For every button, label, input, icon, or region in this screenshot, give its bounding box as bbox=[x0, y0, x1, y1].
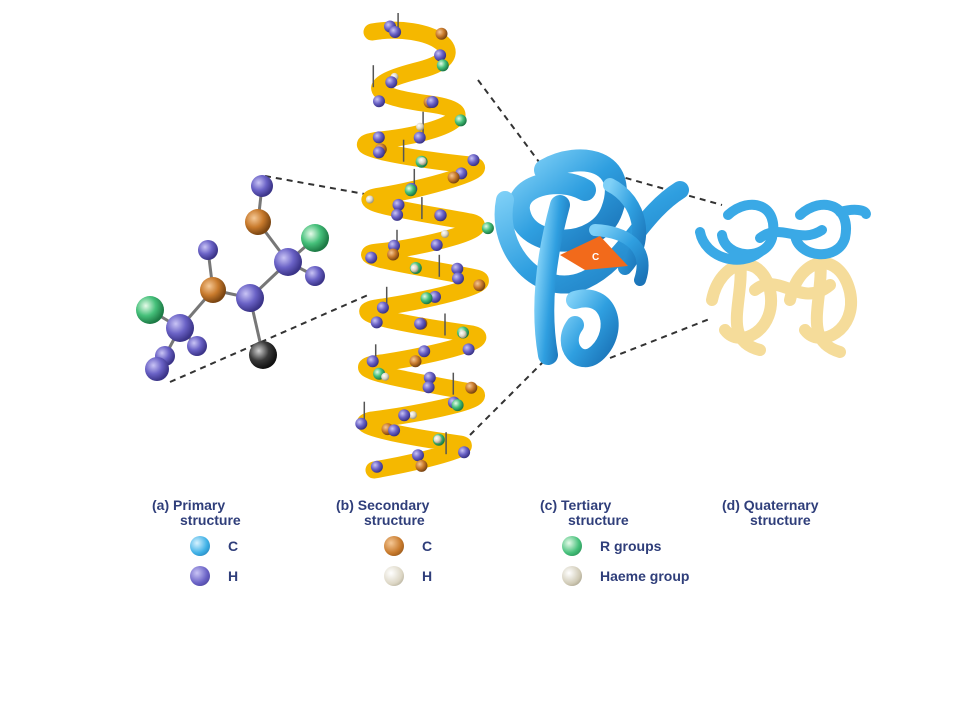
helix-atom bbox=[430, 239, 443, 251]
r-group-green-atom-icon bbox=[562, 536, 582, 556]
helix-atom bbox=[365, 251, 378, 264]
helix-atom bbox=[370, 460, 383, 473]
helix-atom bbox=[388, 239, 400, 252]
helix-atom bbox=[465, 381, 478, 394]
primary-structure-molecule bbox=[136, 175, 329, 381]
helix-atom bbox=[409, 411, 417, 420]
helix-atom bbox=[385, 76, 398, 89]
caption-quaternary-line1: (d) Quaternary bbox=[722, 497, 819, 513]
helix-atom bbox=[418, 157, 427, 166]
caption-tertiary: (c) Tertiary structure bbox=[540, 498, 629, 528]
helix-atom bbox=[454, 114, 467, 127]
legend-r-groups: R groups bbox=[562, 536, 661, 556]
helix-atom bbox=[416, 122, 425, 131]
caption-secondary: (b) Secondary structure bbox=[336, 498, 429, 528]
helix-atom bbox=[462, 343, 475, 356]
helix-atom bbox=[447, 171, 460, 184]
helix-atom bbox=[426, 96, 439, 108]
legend-primary-c: C bbox=[190, 536, 238, 556]
helix-atom bbox=[451, 399, 464, 412]
carbon-orange-atom-icon bbox=[384, 536, 404, 556]
quaternary-structure bbox=[695, 199, 871, 358]
helix-atom bbox=[435, 27, 448, 40]
helix-atom bbox=[376, 301, 389, 314]
heme-label: C bbox=[592, 252, 599, 263]
legend-secondary-c: C bbox=[384, 536, 432, 556]
legend-haeme-group: Haeme group bbox=[562, 566, 689, 586]
caption-secondary-line2: structure bbox=[364, 512, 425, 528]
helix-atom bbox=[422, 381, 435, 394]
caption-tertiary-line2: structure bbox=[568, 512, 629, 528]
helix-atom bbox=[433, 435, 442, 444]
helix-atom bbox=[423, 371, 436, 384]
helix-atom bbox=[458, 446, 471, 459]
hydrogen-purple-atom-icon bbox=[190, 566, 210, 586]
helix-atom bbox=[409, 355, 422, 368]
helix-atom bbox=[373, 95, 385, 108]
caption-quaternary-line2: structure bbox=[750, 512, 811, 528]
helix-atom bbox=[451, 262, 464, 275]
haeme-group-atom-icon bbox=[562, 566, 582, 586]
helix-atom bbox=[391, 208, 404, 221]
tertiary-structure-ribbon bbox=[494, 149, 689, 368]
helix-atom bbox=[381, 372, 390, 381]
helix-atom bbox=[434, 209, 447, 222]
secondary-structure-helix bbox=[355, 13, 494, 479]
helix-atom bbox=[434, 49, 447, 62]
helix-atom bbox=[404, 184, 417, 197]
caption-tertiary-line1: (c) Tertiary bbox=[540, 497, 612, 513]
helix-atom bbox=[418, 345, 431, 358]
helix-atom bbox=[436, 59, 449, 72]
heme-group: C bbox=[560, 236, 628, 270]
legend-secondary-h: H bbox=[384, 566, 432, 586]
helix-atom bbox=[414, 317, 427, 330]
helix-atom bbox=[441, 229, 449, 238]
helix-atom bbox=[392, 198, 405, 211]
carbon-blue-atom-icon bbox=[190, 536, 210, 556]
helix-atom bbox=[467, 154, 480, 167]
caption-quaternary: (d) Quaternary structure bbox=[722, 498, 818, 528]
helix-atom bbox=[481, 222, 494, 235]
helix-atom bbox=[452, 272, 464, 285]
helix-atom bbox=[387, 248, 400, 261]
helix-atom bbox=[398, 409, 411, 422]
helix-atom bbox=[370, 316, 383, 329]
helix-atom bbox=[372, 146, 385, 159]
caption-primary-line1: (a) Primary bbox=[152, 497, 226, 513]
helix-atom bbox=[473, 279, 486, 292]
caption-primary-line2: structure bbox=[180, 512, 241, 528]
helix-atom bbox=[366, 355, 379, 368]
helix-atom bbox=[412, 449, 424, 462]
helix-atom bbox=[410, 264, 419, 273]
helix-atom bbox=[365, 195, 374, 204]
helix-atom bbox=[415, 459, 428, 472]
helix-atom bbox=[389, 26, 402, 38]
hydrogen-white-atom-icon bbox=[384, 566, 404, 586]
caption-secondary-line1: (b) Secondary bbox=[336, 497, 430, 513]
helix-atom bbox=[420, 292, 433, 305]
helix-atom bbox=[388, 424, 401, 437]
helix-atom bbox=[458, 330, 467, 339]
helix-atom bbox=[372, 131, 385, 144]
legend-primary-h: H bbox=[190, 566, 238, 586]
caption-primary: (a) Primary structure bbox=[152, 498, 241, 528]
helix-atom bbox=[413, 131, 426, 144]
helix-atom bbox=[355, 417, 368, 430]
